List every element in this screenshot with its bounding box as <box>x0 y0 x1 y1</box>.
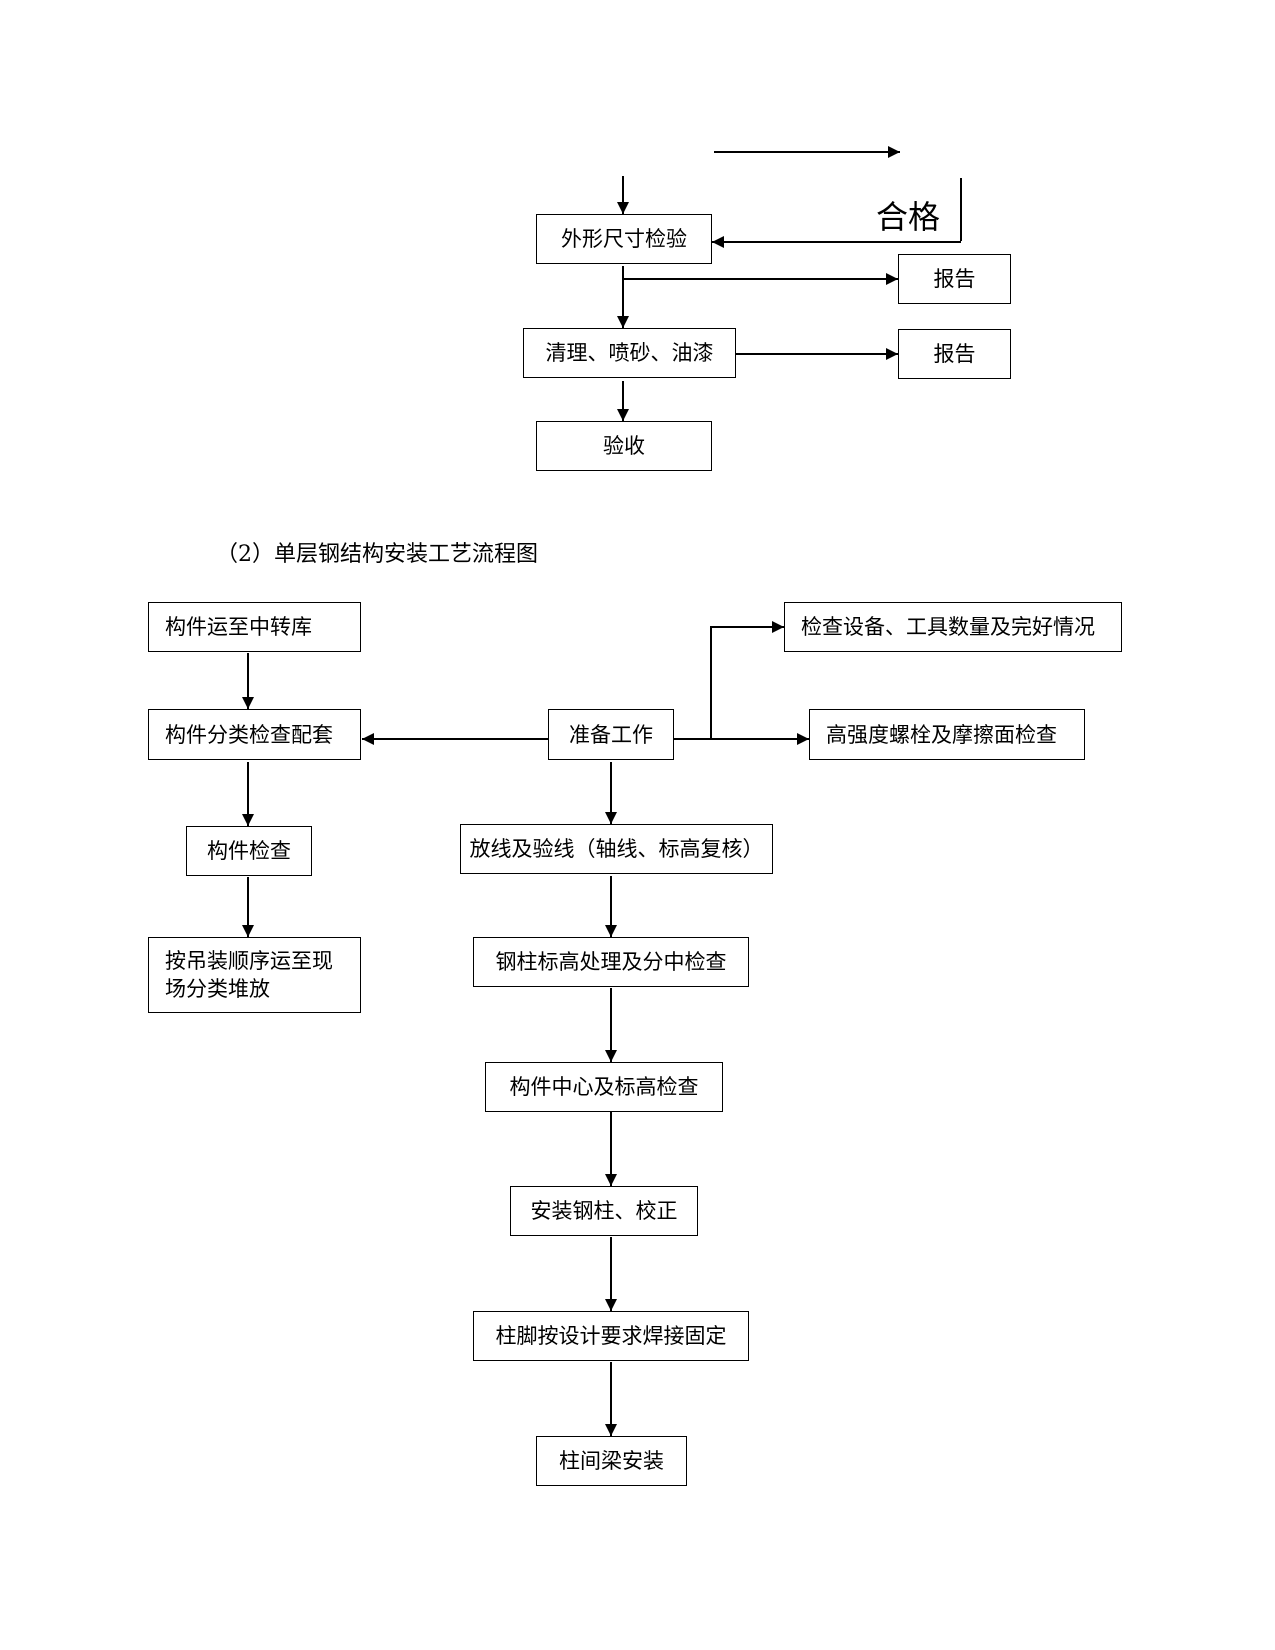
report-box-1: 报告 <box>898 254 1011 304</box>
component-inspection-box: 构件检查 <box>186 826 312 876</box>
arrow-preparation-to-equipment-check <box>710 621 784 739</box>
preparation-box: 准备工作 <box>548 709 674 760</box>
bolt-friction-check-box: 高强度螺栓及摩擦面检查 <box>809 709 1085 760</box>
cleaning-painting-box: 清理、喷砂、油漆 <box>523 328 736 378</box>
transport-to-site-box: 按吊装顺序运至现场分类堆放 <box>148 937 361 1013</box>
report-box-2: 报告 <box>898 329 1011 379</box>
column-elevation-box: 钢柱标高处理及分中检查 <box>473 937 749 987</box>
section-heading: （2）单层钢结构安装工艺流程图 <box>216 542 538 567</box>
check-equipment-box: 检查设备、工具数量及完好情况 <box>784 602 1122 652</box>
transport-to-warehouse-box: 构件运至中转库 <box>148 602 361 652</box>
dimension-inspection-box: 外形尺寸检验 <box>536 214 712 264</box>
install-columns-box: 安装钢柱、校正 <box>510 1186 698 1236</box>
setting-out-box: 放线及验线（轴线、标高复核） <box>460 824 773 874</box>
beam-installation-box: 柱间梁安装 <box>536 1436 687 1486</box>
qualified-label: 合格 <box>876 198 941 236</box>
classify-inspect-kit-box: 构件分类检查配套 <box>148 709 361 760</box>
center-elevation-check-box: 构件中心及标高检查 <box>485 1062 723 1112</box>
column-base-welding-box: 柱脚按设计要求焊接固定 <box>473 1311 749 1361</box>
acceptance-box: 验收 <box>536 421 712 471</box>
